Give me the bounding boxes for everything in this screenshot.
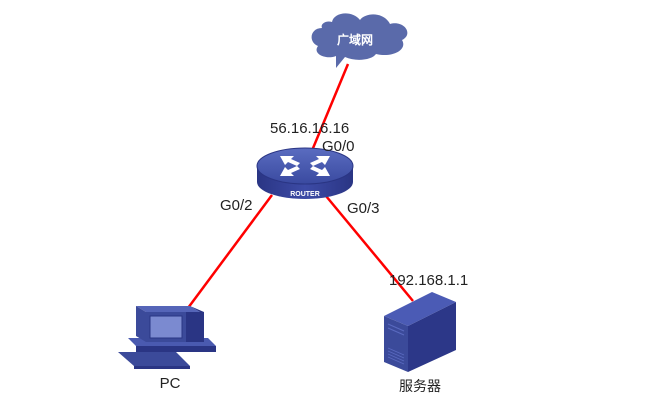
router-wan-ip: 56.16.16.16 xyxy=(270,120,349,137)
server-icon xyxy=(384,292,456,372)
pc-node[interactable]: PC xyxy=(118,306,216,392)
port-label-g0-2: G0/2 xyxy=(220,197,253,214)
server-node[interactable]: 192.168.1.1 服务器 xyxy=(384,272,468,395)
wan-label: 广域网 xyxy=(337,32,373,47)
link-router-server xyxy=(325,195,414,302)
link-router-pc xyxy=(186,194,274,309)
server-label: 服务器 xyxy=(399,379,441,395)
wan-cloud-node[interactable]: 广域网 xyxy=(311,13,408,69)
port-label-g0-0: G0/0 xyxy=(322,138,355,155)
link-router-wan xyxy=(309,63,350,154)
router-label: ROUTER xyxy=(290,191,320,198)
port-label-g0-3: G0/3 xyxy=(347,200,380,217)
router-icon xyxy=(256,147,354,199)
cloud-icon xyxy=(311,13,408,69)
pc-icon xyxy=(118,306,216,369)
pc-label: PC xyxy=(160,375,181,392)
server-ip: 192.168.1.1 xyxy=(389,272,468,289)
router-node[interactable]: ROUTER 56.16.16.16 xyxy=(256,120,354,199)
